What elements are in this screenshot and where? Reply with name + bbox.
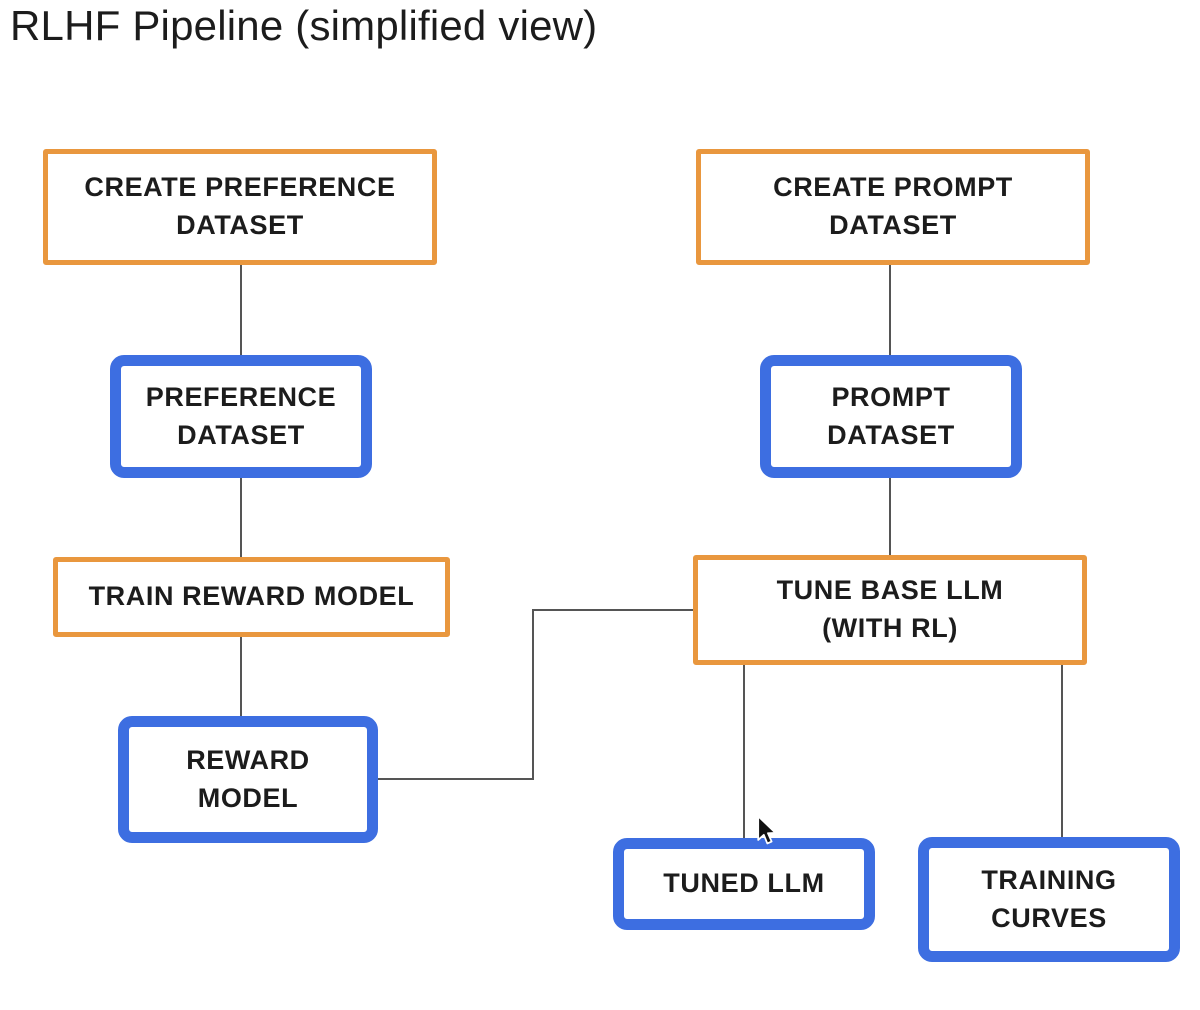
diagram-title: RLHF Pipeline (simplified view) <box>10 2 598 49</box>
node-label: PROMPT DATASET <box>827 381 955 450</box>
node-label: TUNED LLM <box>663 868 825 899</box>
node-label: TRAINING CURVES <box>981 864 1117 933</box>
node-label: PREFERENCE DATASET <box>145 381 337 450</box>
node-label: REWARD MODEL <box>186 744 310 813</box>
node-tune-base-llm: TUNE BASE LLM (WITH RL) <box>693 555 1087 665</box>
node-label: CREATE PROMPT DATASET <box>773 172 1013 240</box>
node-reward-model: REWARD MODEL <box>118 716 378 843</box>
node-create-preference-dataset: CREATE PREFERENCE DATASET <box>43 149 437 265</box>
node-tuned-llm: TUNED LLM <box>613 838 875 930</box>
node-label: TRAIN REWARD MODEL <box>88 581 415 612</box>
node-label: TUNE BASE LLM (WITH RL) <box>776 575 1004 643</box>
node-label: CREATE PREFERENCE DATASET <box>84 172 396 240</box>
node-create-prompt-dataset: CREATE PROMPT DATASET <box>696 149 1090 265</box>
edge-reward-model-to-tune-base-llm <box>378 609 693 780</box>
node-training-curves: TRAINING CURVES <box>918 837 1180 962</box>
mouse-cursor-icon <box>757 815 777 845</box>
node-preference-dataset: PREFERENCE DATASET <box>110 355 372 478</box>
node-train-reward-model: TRAIN REWARD MODEL <box>53 557 450 637</box>
node-prompt-dataset: PROMPT DATASET <box>760 355 1022 478</box>
